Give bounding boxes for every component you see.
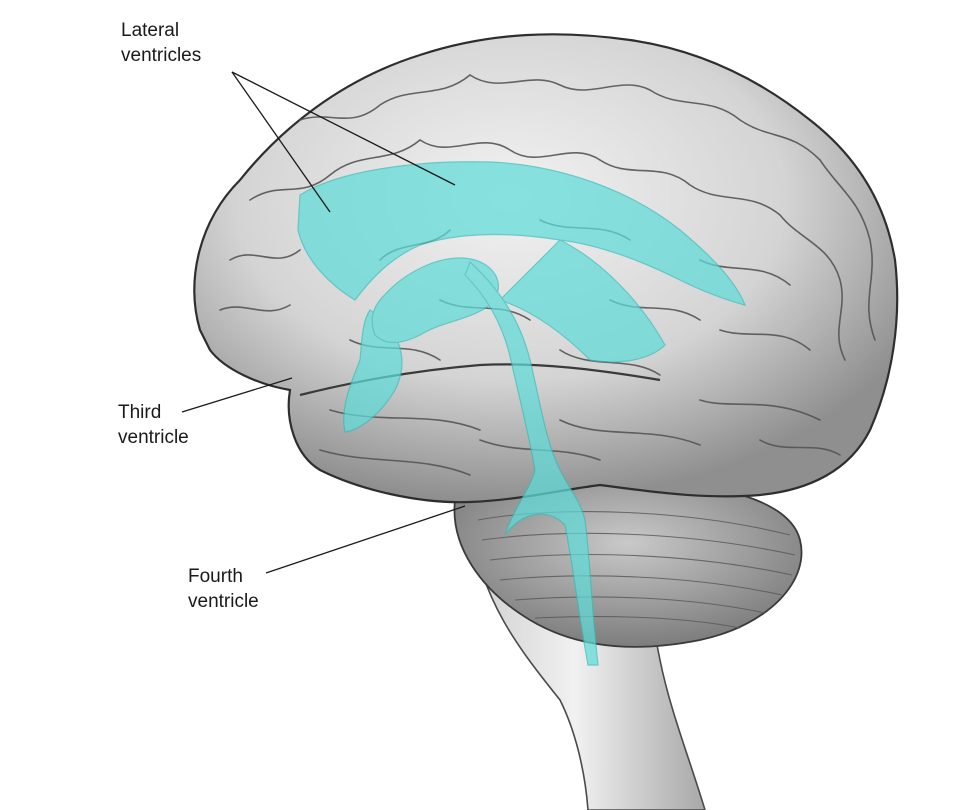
lateral-ventricle	[297, 161, 746, 306]
label-fourth-line2: ventricle	[188, 591, 259, 612]
label-lateral-line1: Lateral	[121, 20, 180, 41]
label-fourth-ventricle: Fourth ventricle	[188, 564, 259, 614]
ventricular-system	[297, 161, 746, 666]
lateral-ventricle-inferior-horn	[498, 239, 666, 363]
cerebellum-folia	[477, 511, 796, 629]
label-third-line2: ventricle	[118, 427, 189, 448]
leader-fourth	[265, 505, 466, 574]
leader-lateral-1	[231, 71, 331, 213]
label-fourth-line1: Fourth	[188, 566, 243, 587]
cerebral-aqueduct	[464, 260, 599, 666]
leader-lines	[181, 71, 466, 574]
third-ventricle	[371, 257, 499, 344]
leader-third	[181, 377, 293, 413]
label-third-ventricle: Third ventricle	[118, 400, 189, 450]
label-lateral-line2: ventricles	[121, 45, 202, 66]
label-lateral-ventricles: Lateral ventricles	[121, 18, 201, 68]
leader-lateral-2	[231, 71, 456, 186]
label-third-line1: Third	[118, 402, 162, 423]
